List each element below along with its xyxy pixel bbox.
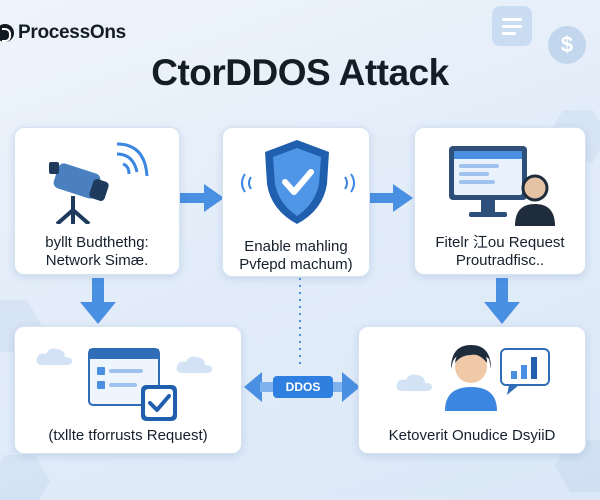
brand-logo[interactable]: ProcessOns <box>0 22 126 44</box>
checkbox-icon <box>141 385 177 421</box>
user-icon <box>445 345 497 411</box>
cloud-icon <box>176 356 213 373</box>
shield-check-icon <box>265 140 329 224</box>
brand-name: ProcessOns <box>18 22 126 43</box>
dotted-connector <box>299 278 301 364</box>
diagram-title: CtorDDOS Attack <box>151 52 449 93</box>
node-label-line: Network Simæ. <box>45 252 149 269</box>
node-forward-request[interactable]: (txllte tforrusts Request) <box>14 326 242 454</box>
background-hexagon <box>0 455 50 500</box>
node-label: Ketoverit Onudice DsyiiD <box>359 427 585 445</box>
wifi-signal-icon <box>116 142 149 177</box>
arrow-down-right <box>484 278 520 324</box>
node-label-line: byllt Budthethg: <box>45 234 149 251</box>
node-label: Fitelr 江ou Request Proutradfisc.. <box>415 234 585 270</box>
brand-mark-icon <box>0 24 14 42</box>
node-filter-request[interactable]: Fitelr 江ou Request Proutradfisc.. <box>414 127 586 275</box>
document-icon <box>492 6 532 46</box>
dollar-hex-icon: $ <box>548 26 586 64</box>
monitor-icon <box>449 146 527 217</box>
node-label-line: (txllte tforrusts Request) <box>48 427 208 444</box>
node-label-line: Pvfepd machum) <box>239 256 353 273</box>
user-icon <box>515 174 555 226</box>
node-label-line: Proutradfisc.. <box>455 252 545 269</box>
node-label: Enable mahling Pvfepd machum) <box>223 238 369 274</box>
cloud-icon <box>36 348 73 365</box>
signal-waves-icon <box>241 173 355 193</box>
node-label: (txllte tforrusts Request) <box>15 427 241 445</box>
node-network-simulation[interactable]: byllt Budthethg: Network Simæ. <box>14 127 180 275</box>
node-label: byllt Budthethg: Network Simæ. <box>15 234 179 270</box>
arrow-right-2 <box>369 184 413 212</box>
arrow-down-left <box>80 278 116 324</box>
node-label-line: Fitelr 江ou Request <box>435 234 565 251</box>
arrow-right-1 <box>180 184 224 212</box>
ddos-badge: DDOS <box>273 376 333 398</box>
node-label-line: Enable mahling <box>244 238 348 255</box>
node-enable-mailing[interactable]: Enable mahling Pvfepd machum) <box>222 127 370 277</box>
camera-icon <box>49 162 109 224</box>
chart-bubble-icon <box>500 348 550 395</box>
node-recover-output[interactable]: Ketoverit Onudice DsyiiD <box>358 326 586 454</box>
node-label-line: Ketoverit Onudice DsyiiD <box>388 427 556 444</box>
cloud-icon <box>396 374 433 391</box>
